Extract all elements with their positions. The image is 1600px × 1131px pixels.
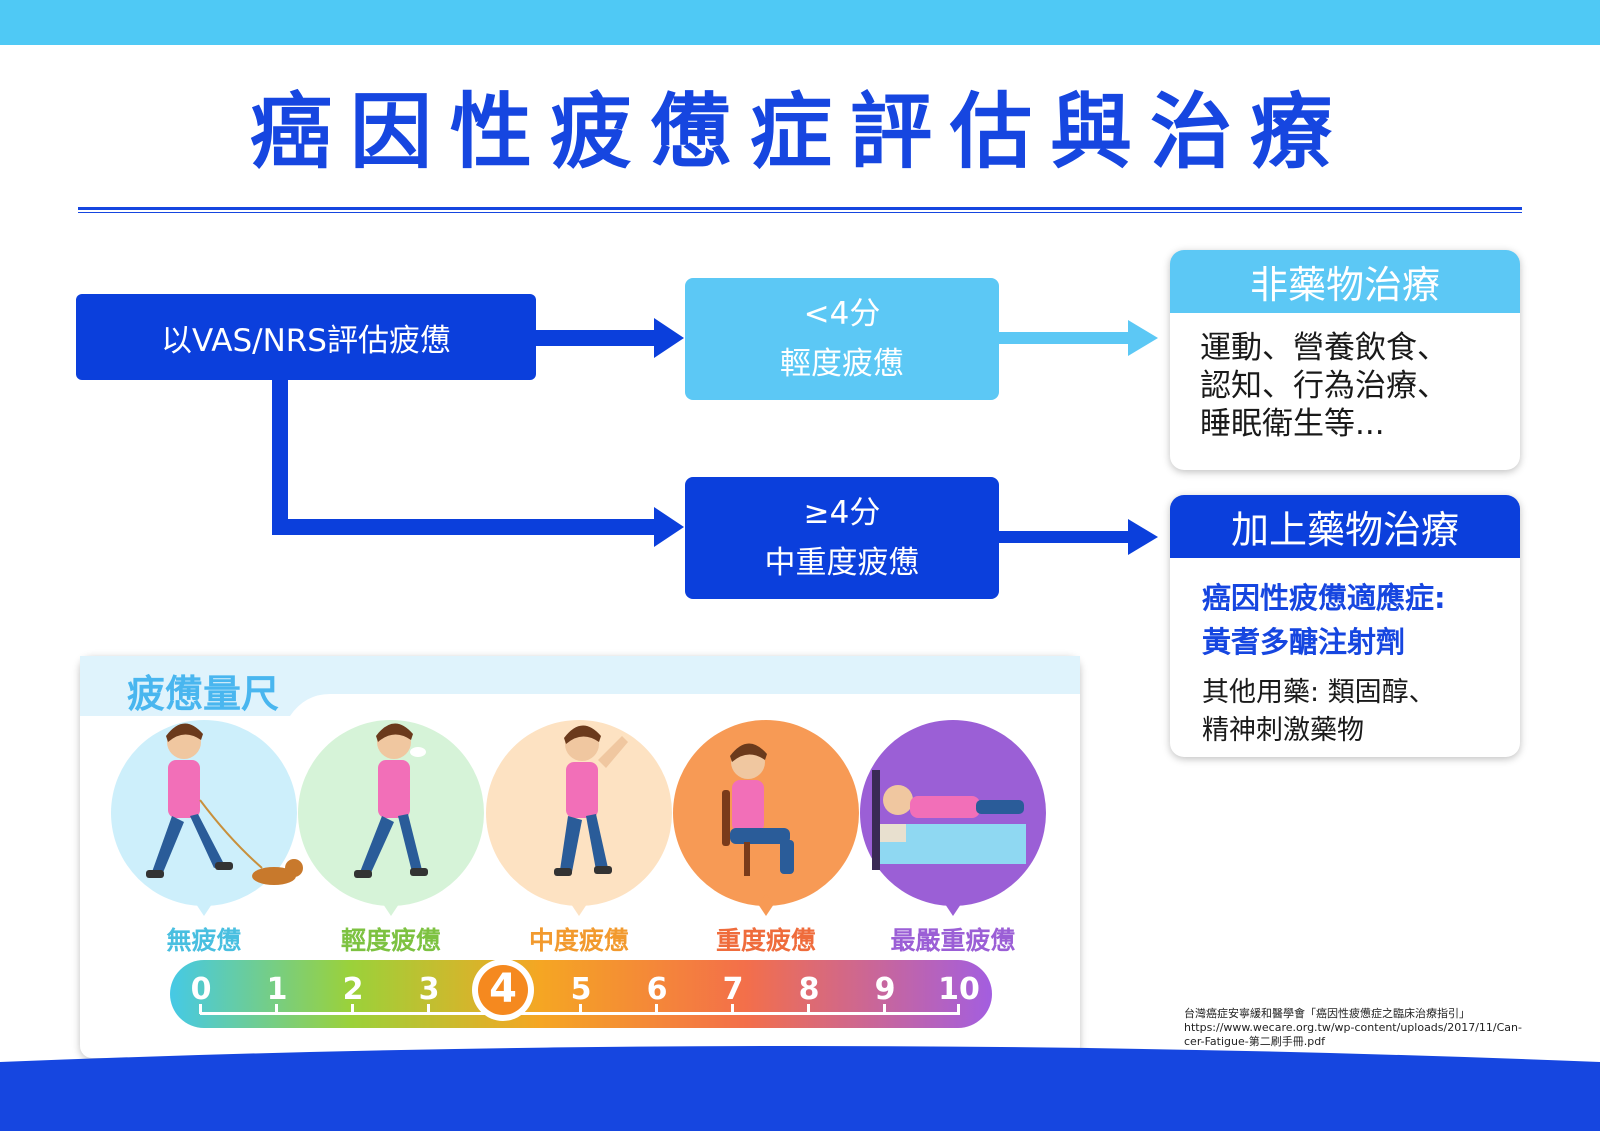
- arrow-shaft-assess-mild: [536, 330, 656, 346]
- non-drug-heading: 非藥物治療: [1170, 250, 1520, 313]
- scale-number: 7: [722, 972, 744, 1007]
- scale-number: 9: [874, 972, 896, 1007]
- arrow-shaft-mild-nondrug: [999, 332, 1131, 344]
- assessment-label: 以VAS/NRS評估疲憊: [161, 322, 451, 359]
- drug-treatment-card: 加上藥物治療 癌因性疲憊適應症: 黃耆多醣注射劑 其他用藥: 類固醇、 精神刺激…: [1170, 495, 1520, 757]
- other-drug-line: 其他用藥: 類固醇、: [1202, 677, 1436, 708]
- scale-number: 1: [266, 972, 288, 1007]
- arrow-head-assess-mild: [654, 318, 684, 358]
- page-title: 癌因性疲憊症評估與治療: [249, 85, 1350, 180]
- drug-indication: 癌因性疲憊適應症:: [1202, 581, 1446, 615]
- top-band: [0, 0, 1600, 45]
- severe-fatigue-circle: [673, 720, 859, 906]
- scale-number: 0: [190, 972, 212, 1007]
- other-drug-line: 精神刺激藥物: [1202, 715, 1364, 746]
- reference-url: https://www.wecare.org.tw/wp-content/upl…: [1184, 1021, 1522, 1034]
- mild-fatigue-box: <4分 輕度疲憊: [685, 278, 999, 400]
- scale-number: 8: [798, 972, 820, 1007]
- tired-walking-person-icon: [354, 723, 428, 878]
- other-drugs: 其他用藥: 類固醇、 精神刺激藥物: [1202, 674, 1520, 750]
- drug-heading: 加上藥物治療: [1170, 495, 1520, 558]
- mild-score: <4分: [803, 296, 881, 332]
- walking-person-icon: [146, 723, 303, 885]
- non-drug-line: 運動、營養飲食、: [1200, 330, 1448, 366]
- scale-number: 3: [418, 972, 440, 1007]
- reference-note: 台灣癌症安寧緩和醫學會「癌因性疲憊症之臨床治療指引」 https://www.w…: [1184, 1007, 1544, 1049]
- arrow-head-severe-drug: [1128, 519, 1158, 555]
- level-label-moderate: 中度疲憊: [528, 926, 629, 955]
- scale-bar: [170, 960, 992, 1028]
- scale-number: 5: [570, 972, 592, 1007]
- scale-number: 2: [342, 972, 364, 1007]
- level-label-severe: 重度疲憊: [715, 926, 816, 955]
- level-label-worst: 最嚴重疲憊: [890, 926, 1016, 955]
- reference-url: cer-Fatigue-第二刷手冊.pdf: [1184, 1035, 1326, 1048]
- arrow-head-assess-severe: [654, 507, 684, 547]
- scale-title-banner: [80, 656, 1080, 716]
- scale-number-highlight: 4: [489, 966, 517, 1012]
- bedridden-person-icon: [872, 770, 1026, 870]
- non-drug-body: 運動、營養飲食、 認知、行為治療、 睡眠衛生等...: [1170, 313, 1520, 443]
- title-divider-thin: [78, 212, 1522, 213]
- non-drug-treatment-card: 非藥物治療 運動、營養飲食、 認知、行為治療、 睡眠衛生等...: [1170, 250, 1520, 470]
- level-label-mild: 輕度疲憊: [340, 926, 441, 955]
- reference-line: 台灣癌症安寧緩和醫學會「癌因性疲憊症之臨床治療指引」: [1184, 1007, 1470, 1020]
- level-label-none: 無疲憊: [166, 926, 242, 955]
- scale-number: 6: [646, 972, 668, 1007]
- highlight-dot: [478, 965, 528, 1015]
- mild-label: 輕度疲憊: [780, 346, 904, 382]
- severe-score: ≥4分: [803, 495, 881, 531]
- sitting-person-icon: [722, 743, 794, 876]
- severe-fatigue-box: ≥4分 中重度疲憊: [685, 477, 999, 599]
- bottom-wave: [0, 1046, 1600, 1131]
- drug-body: 癌因性疲憊適應症: 黃耆多醣注射劑 其他用藥: 類固醇、 精神刺激藥物: [1170, 558, 1520, 750]
- arrow-shaft-assess-down: [272, 380, 288, 535]
- arrow-head-mild-nondrug: [1128, 320, 1158, 356]
- title-divider: [78, 207, 1522, 210]
- drug-name: 黃耆多醣注射劑: [1202, 625, 1406, 659]
- scale-title: 疲憊量尺: [127, 672, 280, 716]
- exhausted-person-icon: [554, 725, 628, 876]
- arrow-shaft-severe-drug: [999, 531, 1131, 543]
- non-drug-line: 認知、行為治療、: [1200, 368, 1448, 404]
- non-drug-line: 睡眠衛生等...: [1200, 406, 1385, 442]
- scale-number: 10: [938, 972, 980, 1007]
- severe-label: 中重度疲憊: [764, 545, 920, 581]
- assessment-box: 以VAS/NRS評估疲憊: [76, 294, 536, 380]
- arrow-shaft-assess-severe: [272, 519, 656, 535]
